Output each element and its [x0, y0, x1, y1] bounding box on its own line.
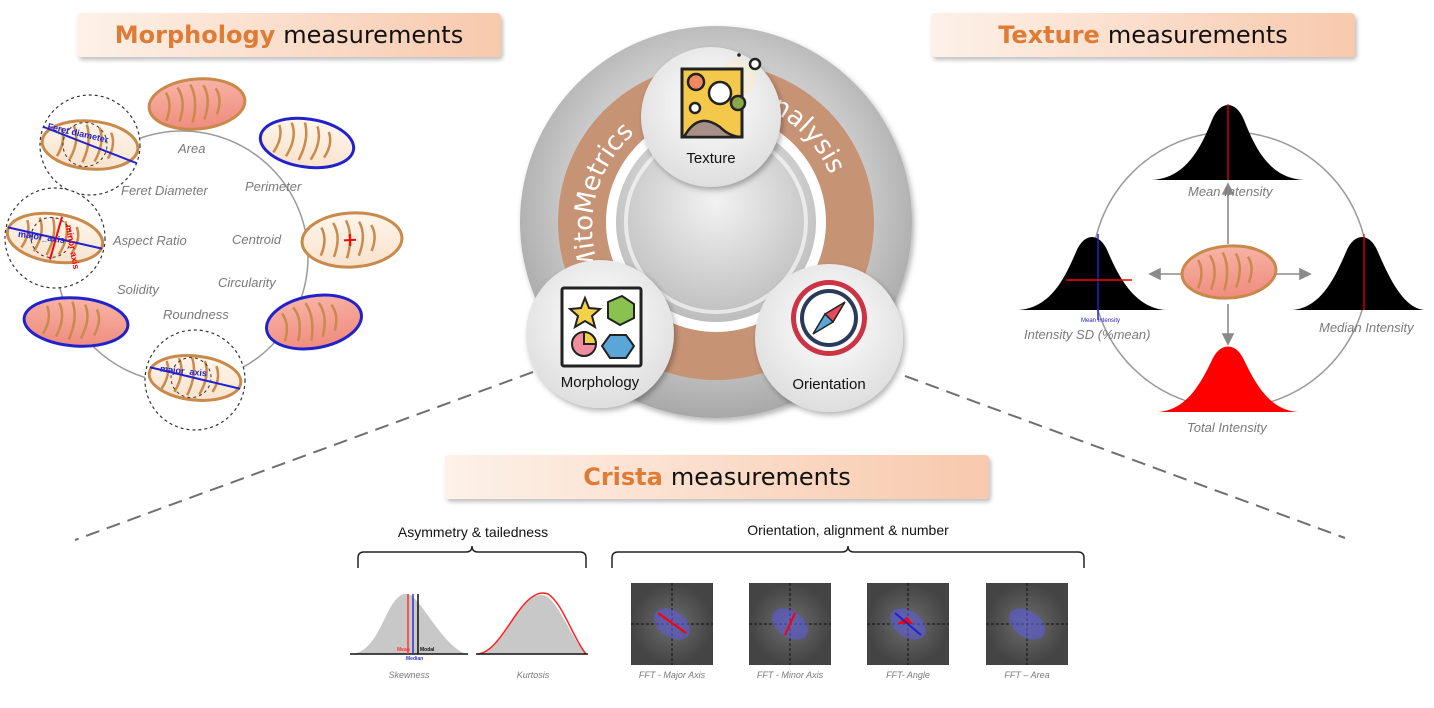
fft-area-overlay [986, 583, 1068, 665]
node-label-morphology: Morphology [560, 374, 640, 391]
label-median-intensity: Median Intensity [1319, 320, 1414, 335]
brace-orientation [611, 545, 1085, 568]
mito-solidity [22, 296, 130, 348]
hist-median [1292, 234, 1424, 310]
caption-fft-area: FFT – Area [1004, 670, 1050, 680]
label-perimeter: Perimeter [245, 179, 302, 194]
group-title-orientation: Orientation, alignment & number [747, 522, 949, 538]
mito-roundness [147, 353, 243, 402]
skewness-plot [350, 593, 468, 655]
caption-fft-angle: FFT- Angle [886, 670, 930, 680]
label-total-intensity: Total Intensity [1187, 420, 1267, 435]
hist-total [1158, 346, 1298, 412]
node-label-orientation: Orientation [792, 376, 866, 393]
fft-panel-area [986, 583, 1068, 665]
label-roundness: Roundness [163, 307, 229, 322]
caption-skewness: Skewness [388, 670, 430, 680]
banner-crista: Crista measurements [445, 455, 989, 499]
caption-fft-major: FFT - Major Axis [638, 670, 706, 680]
texture-icon [680, 53, 762, 139]
node-label-texture: Texture [686, 150, 736, 167]
fft-angle-overlay [867, 583, 949, 665]
fft-minor-overlay [749, 583, 831, 665]
mito-area [147, 77, 247, 131]
mito-circularity [265, 293, 363, 351]
mito-perimeter [258, 116, 356, 170]
label-area: Area [178, 141, 206, 156]
fft-major-overlay [631, 583, 713, 665]
banner-texture-highlight: Texture [998, 21, 1100, 49]
caption-fft-minor: FFT - Minor Axis [756, 670, 824, 680]
mito-feret [40, 119, 140, 171]
banner-morphology: Morphology measurements [77, 13, 501, 57]
label-centroid: Centroid [232, 232, 282, 247]
fft-panel-angle [867, 583, 949, 665]
brace-asymmetry [357, 545, 587, 568]
hist-mean [1152, 104, 1304, 180]
texture-mito [1180, 244, 1278, 300]
banner-crista-rest: measurements [670, 463, 851, 491]
label-solidity: Solidity [117, 282, 159, 297]
label-mean-intensity: Mean Intensity [1188, 184, 1273, 199]
hist-sd [1018, 234, 1166, 320]
banner-texture: Texture measurements [931, 13, 1355, 57]
morphology-icon [560, 286, 643, 368]
banner-morphology-highlight: Morphology [114, 21, 276, 49]
texture-arrows [1148, 182, 1312, 346]
fft-panel-minor [749, 583, 831, 665]
fft-panel-major [631, 583, 713, 665]
banner-morphology-rest: measurements [283, 21, 464, 49]
banner-crista-highlight: Crista [583, 463, 663, 491]
connector-left [74, 371, 534, 541]
skew-mark-median: Median [406, 656, 424, 662]
banner-texture-rest: measurements [1107, 21, 1288, 49]
mito-centroid [300, 211, 404, 269]
skew-mark-mean: Mean [397, 647, 410, 653]
label-feret-diameter: Feret Diameter [121, 183, 208, 198]
connector-right [904, 375, 1346, 539]
label-aspect-ratio: Aspect Ratio [113, 233, 187, 248]
label-sd-mark: Mean Intensity [1081, 318, 1121, 324]
mito-aspect [5, 211, 105, 265]
orientation-compass-icon [791, 280, 867, 356]
skew-mark-modal: Modal [420, 647, 435, 653]
group-title-asymmetry: Asymmetry & tailedness [397, 524, 549, 540]
label-circularity: Circularity [218, 275, 276, 290]
label-intensity-sd: Intensity SD (%mean) [1024, 327, 1151, 342]
kurtosis-plot [476, 592, 588, 655]
caption-kurtosis: Kurtosis [516, 670, 550, 680]
